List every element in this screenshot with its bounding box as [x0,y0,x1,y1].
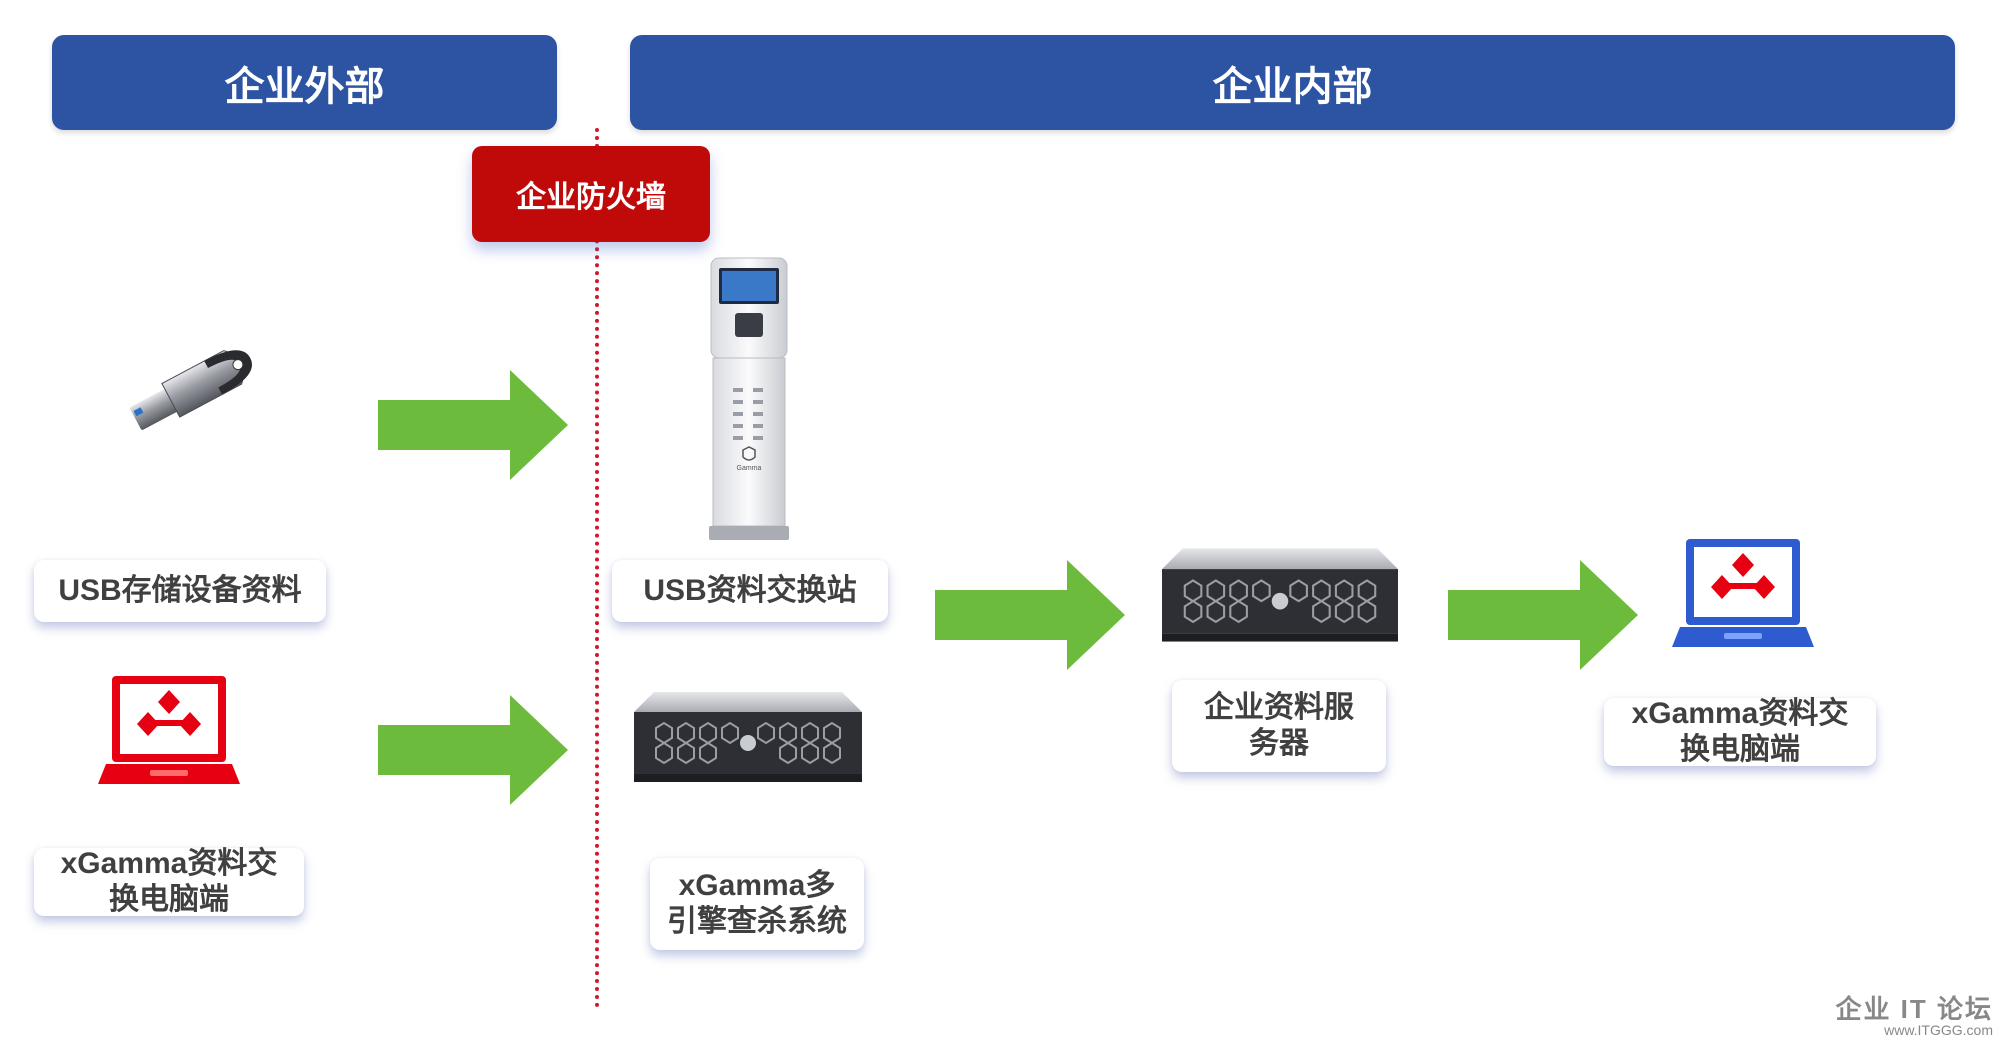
rack-server-icon [634,692,862,782]
header-outside-label: 企业外部 [224,64,385,109]
xgamma-multi-engine-label: xGamma多 引擎查杀系统 [650,858,864,950]
laptop-icon-inside [1672,539,1814,647]
arrow-right-icon [1448,560,1638,670]
laptop-icon-outside [98,676,240,784]
xgamma-client-outside-label: xGamma资料交 换电脑端 [34,847,304,916]
watermark: 企业 IT 论坛 www.ITGGG.com [1835,994,1993,1039]
usb-kiosk-label: USB资料交换站 [612,560,888,622]
firewall-box: 企业防火墙 [472,146,710,242]
kiosk-logo-text: Gamma [736,465,762,472]
usb-storage-label: USB存储设备资料 [34,560,326,622]
firewall-label: 企业防火墙 [516,181,666,214]
usb-flash-drive-icon [130,350,252,430]
firewall-divider [595,128,599,1008]
arrow-right-icon [935,560,1125,670]
header-inside: 企业内部 [630,35,1955,130]
arrow-right-icon [378,370,568,480]
arrow-right-icon [378,695,568,805]
header-outside: 企业外部 [52,35,557,130]
emblem-icon [137,690,201,736]
file-server-label: 企业资料服 务器 [1172,680,1386,772]
rack-server-icon [1162,548,1398,642]
watermark-line2: www.ITGGG.com [1884,1022,1993,1039]
watermark-line1: 企业 IT 论坛 [1835,994,1993,1025]
header-inside-label: 企业内部 [1212,64,1373,109]
xgamma-client-inside-label: xGamma资料交 换电脑端 [1604,697,1876,766]
kiosk-icon [709,257,789,540]
emblem-icon [1711,553,1775,599]
